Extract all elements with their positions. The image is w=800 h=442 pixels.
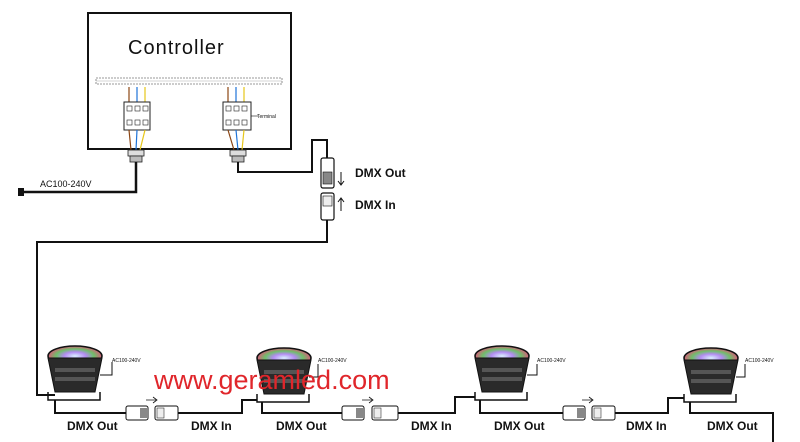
chain-label-3: DMX Out xyxy=(276,419,327,433)
chain-connector-1 xyxy=(125,396,179,421)
dmx-in-label: DMX In xyxy=(355,198,396,212)
terminal-block-power xyxy=(123,87,151,151)
chain-label-6: DMX In xyxy=(626,419,667,433)
chain-label-4: DMX In xyxy=(411,419,452,433)
fixture-3-power-label: AC100-240V xyxy=(537,358,566,364)
fixture-1-power-label: AC100-240V xyxy=(112,358,141,364)
controller-title: Controller xyxy=(128,37,225,59)
cable-gland-power xyxy=(127,149,145,163)
controller-signal-cable xyxy=(237,139,328,173)
arrow-right-icon xyxy=(146,396,158,404)
fixture-4: AC100-240V xyxy=(683,347,774,403)
fixture-2-power-label: AC100-240V xyxy=(318,358,347,364)
dmx-trunk-cable xyxy=(36,220,328,396)
fixture-3: AC100-240V xyxy=(474,345,566,401)
chain-connector-2 xyxy=(341,396,399,421)
controller-power-label: AC100-240V xyxy=(40,179,92,189)
arrow-right-icon xyxy=(362,396,374,404)
fixture-2: AC100-240V xyxy=(256,347,347,403)
arrow-up-icon xyxy=(337,197,345,211)
chain-label-7: DMX Out xyxy=(707,419,758,433)
controller-power-cable: AC100-240V xyxy=(18,162,138,196)
dmx-out-label: DMX Out xyxy=(355,166,406,180)
chain-label-1: DMX Out xyxy=(67,419,118,433)
chain-label-2: DMX In xyxy=(191,419,232,433)
controller-box: Controller xyxy=(87,12,292,150)
terminal-label: Terminal xyxy=(257,114,276,120)
dmx-connector-pair: DMX Out DMX In xyxy=(320,157,406,221)
arrow-right-icon xyxy=(582,396,594,404)
fixture-4-power-label: AC100-240V xyxy=(745,358,774,364)
fixture-1: AC100-240V xyxy=(47,345,141,401)
chain-connector-3 xyxy=(562,396,616,421)
chain-label-5: DMX Out xyxy=(494,419,545,433)
terminal-block-signal: Terminal xyxy=(222,87,276,151)
cable-gland-signal xyxy=(229,149,247,163)
arrow-down-icon xyxy=(337,172,345,186)
watermark: www.geramled.com xyxy=(153,365,390,395)
